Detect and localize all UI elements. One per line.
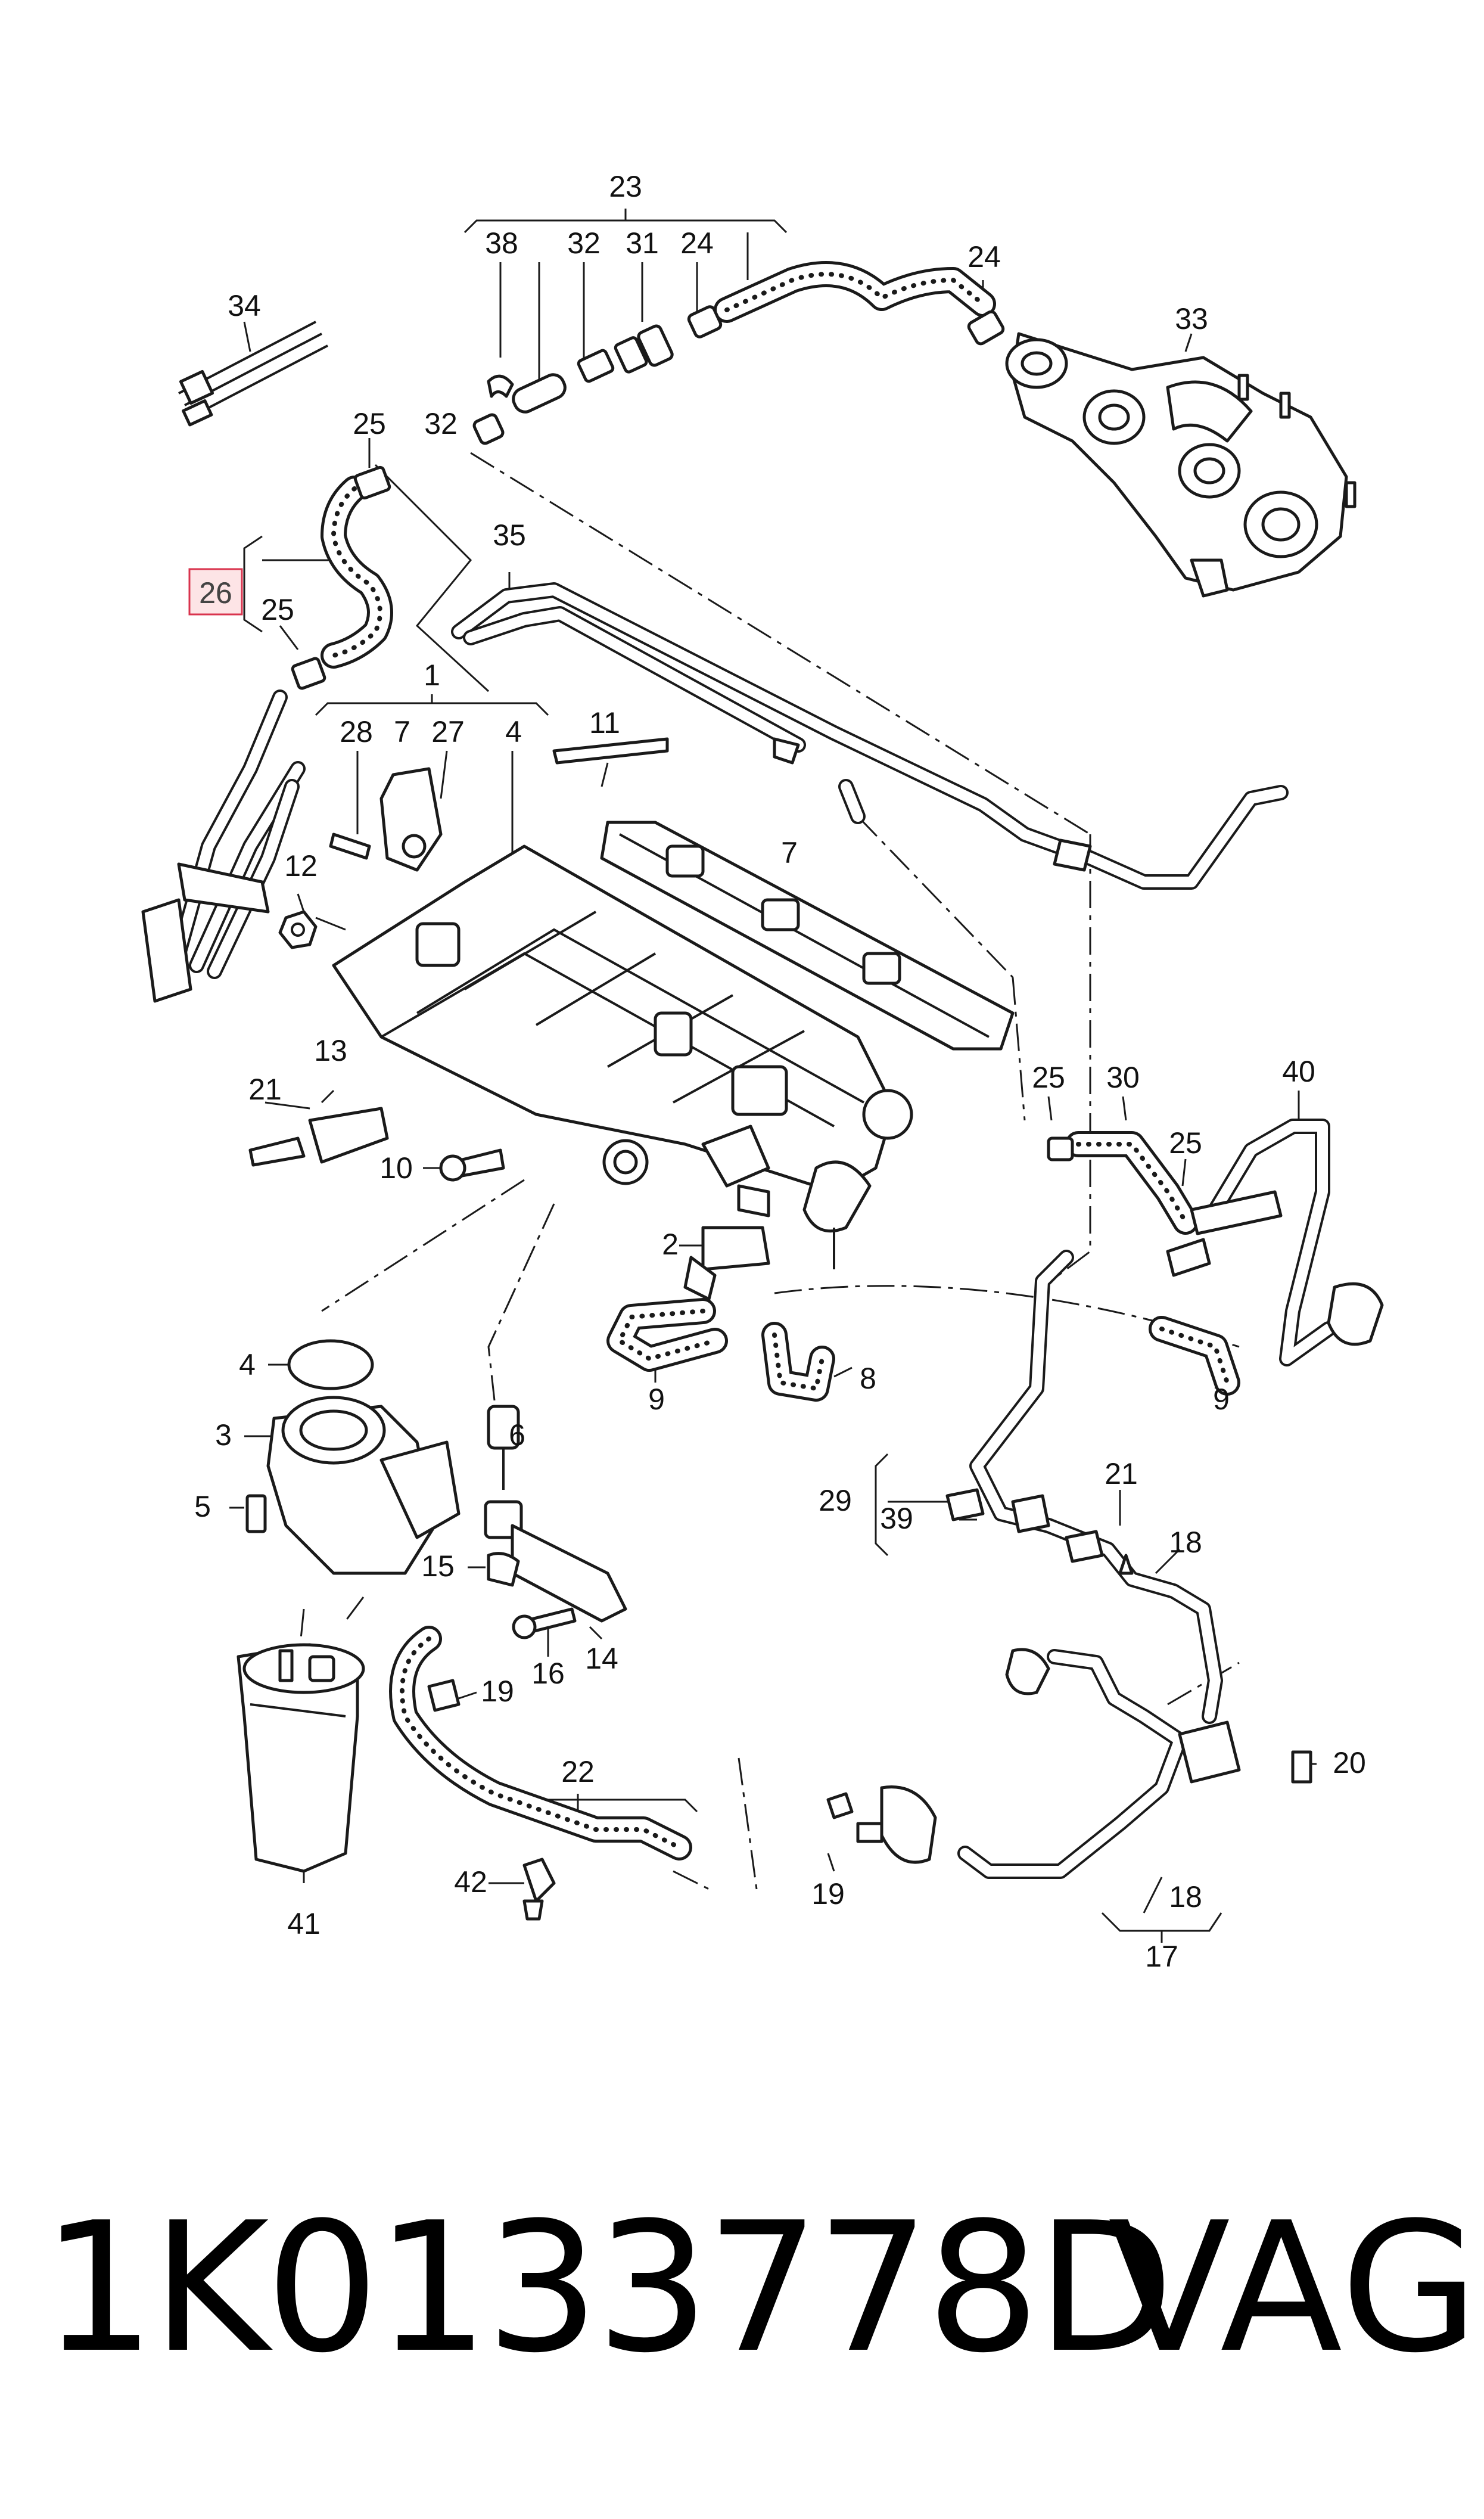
callout-label: 42 [454, 1865, 487, 1899]
hose-22 [389, 1626, 692, 1921]
callout-label: 23 [609, 170, 642, 203]
callout-label: 27 [431, 715, 465, 748]
exhaust-manifold [1005, 332, 1357, 598]
callout-label: 5 [194, 1490, 211, 1523]
callout-label: 7 [781, 836, 798, 869]
callout-label: 20 [1333, 1746, 1366, 1779]
highlight-box [188, 568, 243, 616]
callout-label: 2 [662, 1228, 679, 1261]
callout-label: 21 [1105, 1457, 1138, 1490]
callout-label: 25 [261, 593, 294, 626]
callout-label: 24 [967, 240, 1001, 274]
callout-label: 32 [424, 407, 458, 440]
brand-name: VAG [1108, 2184, 1480, 2392]
hose-29-and-lines [826, 1250, 1312, 1879]
callout-label: 29 [819, 1484, 852, 1517]
callout-label: 39 [880, 1502, 913, 1535]
pipe-bundle [141, 689, 306, 1003]
callout-label: 1 [424, 659, 440, 692]
long-pipe [451, 582, 1289, 890]
callout-label: 15 [421, 1549, 455, 1583]
callout-label: 13 [314, 1034, 347, 1067]
part-number: 1K0133778D [42, 2184, 1174, 2392]
dash-dot-reference-lines [297, 452, 1240, 1890]
callout-label: 6 [509, 1418, 525, 1452]
callout-label: 26 [199, 576, 232, 610]
callout-label: 38 [485, 226, 518, 260]
hose-part-26 [291, 465, 393, 690]
callout-label: 32 [567, 226, 601, 260]
intake-manifold [332, 844, 913, 1269]
callout-label: 11 [589, 706, 620, 740]
callout-label: 28 [340, 715, 373, 748]
callout-label: 21 [248, 1073, 282, 1106]
callout-label: 30 [1106, 1061, 1140, 1094]
manifold-gasket [600, 821, 1015, 1051]
callout-leaders [229, 209, 1317, 1943]
callout-label: 40 [1282, 1055, 1315, 1088]
cable-ties [178, 321, 328, 427]
callout-label: 16 [531, 1657, 565, 1690]
callout-label: 12 [284, 849, 318, 883]
callout-label: 33 [1175, 302, 1208, 336]
callout-label: 7 [394, 715, 410, 748]
callout-label: 25 [1169, 1126, 1202, 1160]
callout-label: 18 [1169, 1526, 1202, 1559]
callout-label: 41 [287, 1907, 321, 1940]
callout-label: 31 [626, 226, 659, 260]
callout-label: 19 [811, 1877, 845, 1911]
callout-label: 8 [860, 1362, 876, 1395]
callout-label: 19 [481, 1675, 514, 1708]
valve-and-hoses [606, 1226, 1240, 1402]
callout-label: 25 [1032, 1061, 1065, 1094]
callout-label: 3 [215, 1418, 232, 1452]
sensor-and-bolts [248, 737, 669, 1182]
callout-label: 18 [1169, 1880, 1202, 1914]
vacuum-hose-assembly [472, 261, 1005, 445]
callout-label: 35 [493, 518, 526, 552]
hose-30-and-40 [1047, 1119, 1384, 1366]
callout-labels: 23 38 32 31 24 24 34 33 25 32 35 26 25 1… [194, 170, 1366, 1973]
callout-label: 9 [648, 1383, 665, 1416]
parts-diagram: 23 38 32 31 24 24 34 33 25 32 35 26 25 1… [141, 170, 1384, 1973]
callout-label: 4 [239, 1348, 256, 1381]
callout-label: 25 [353, 407, 386, 440]
callout-label: 17 [1145, 1940, 1178, 1973]
callout-label: 4 [505, 715, 522, 748]
charcoal-canister [237, 1643, 365, 1873]
callout-label: 14 [585, 1642, 618, 1675]
callout-label: 10 [379, 1151, 413, 1185]
highlighted-callout-label: 26 [199, 576, 232, 610]
callout-label: 24 [680, 226, 714, 260]
callout-label: 34 [228, 289, 261, 322]
callout-label: 22 [561, 1755, 595, 1788]
throttle-body [245, 1339, 461, 1575]
callout-label: 9 [1213, 1383, 1230, 1416]
support-bracket [484, 1405, 627, 1639]
